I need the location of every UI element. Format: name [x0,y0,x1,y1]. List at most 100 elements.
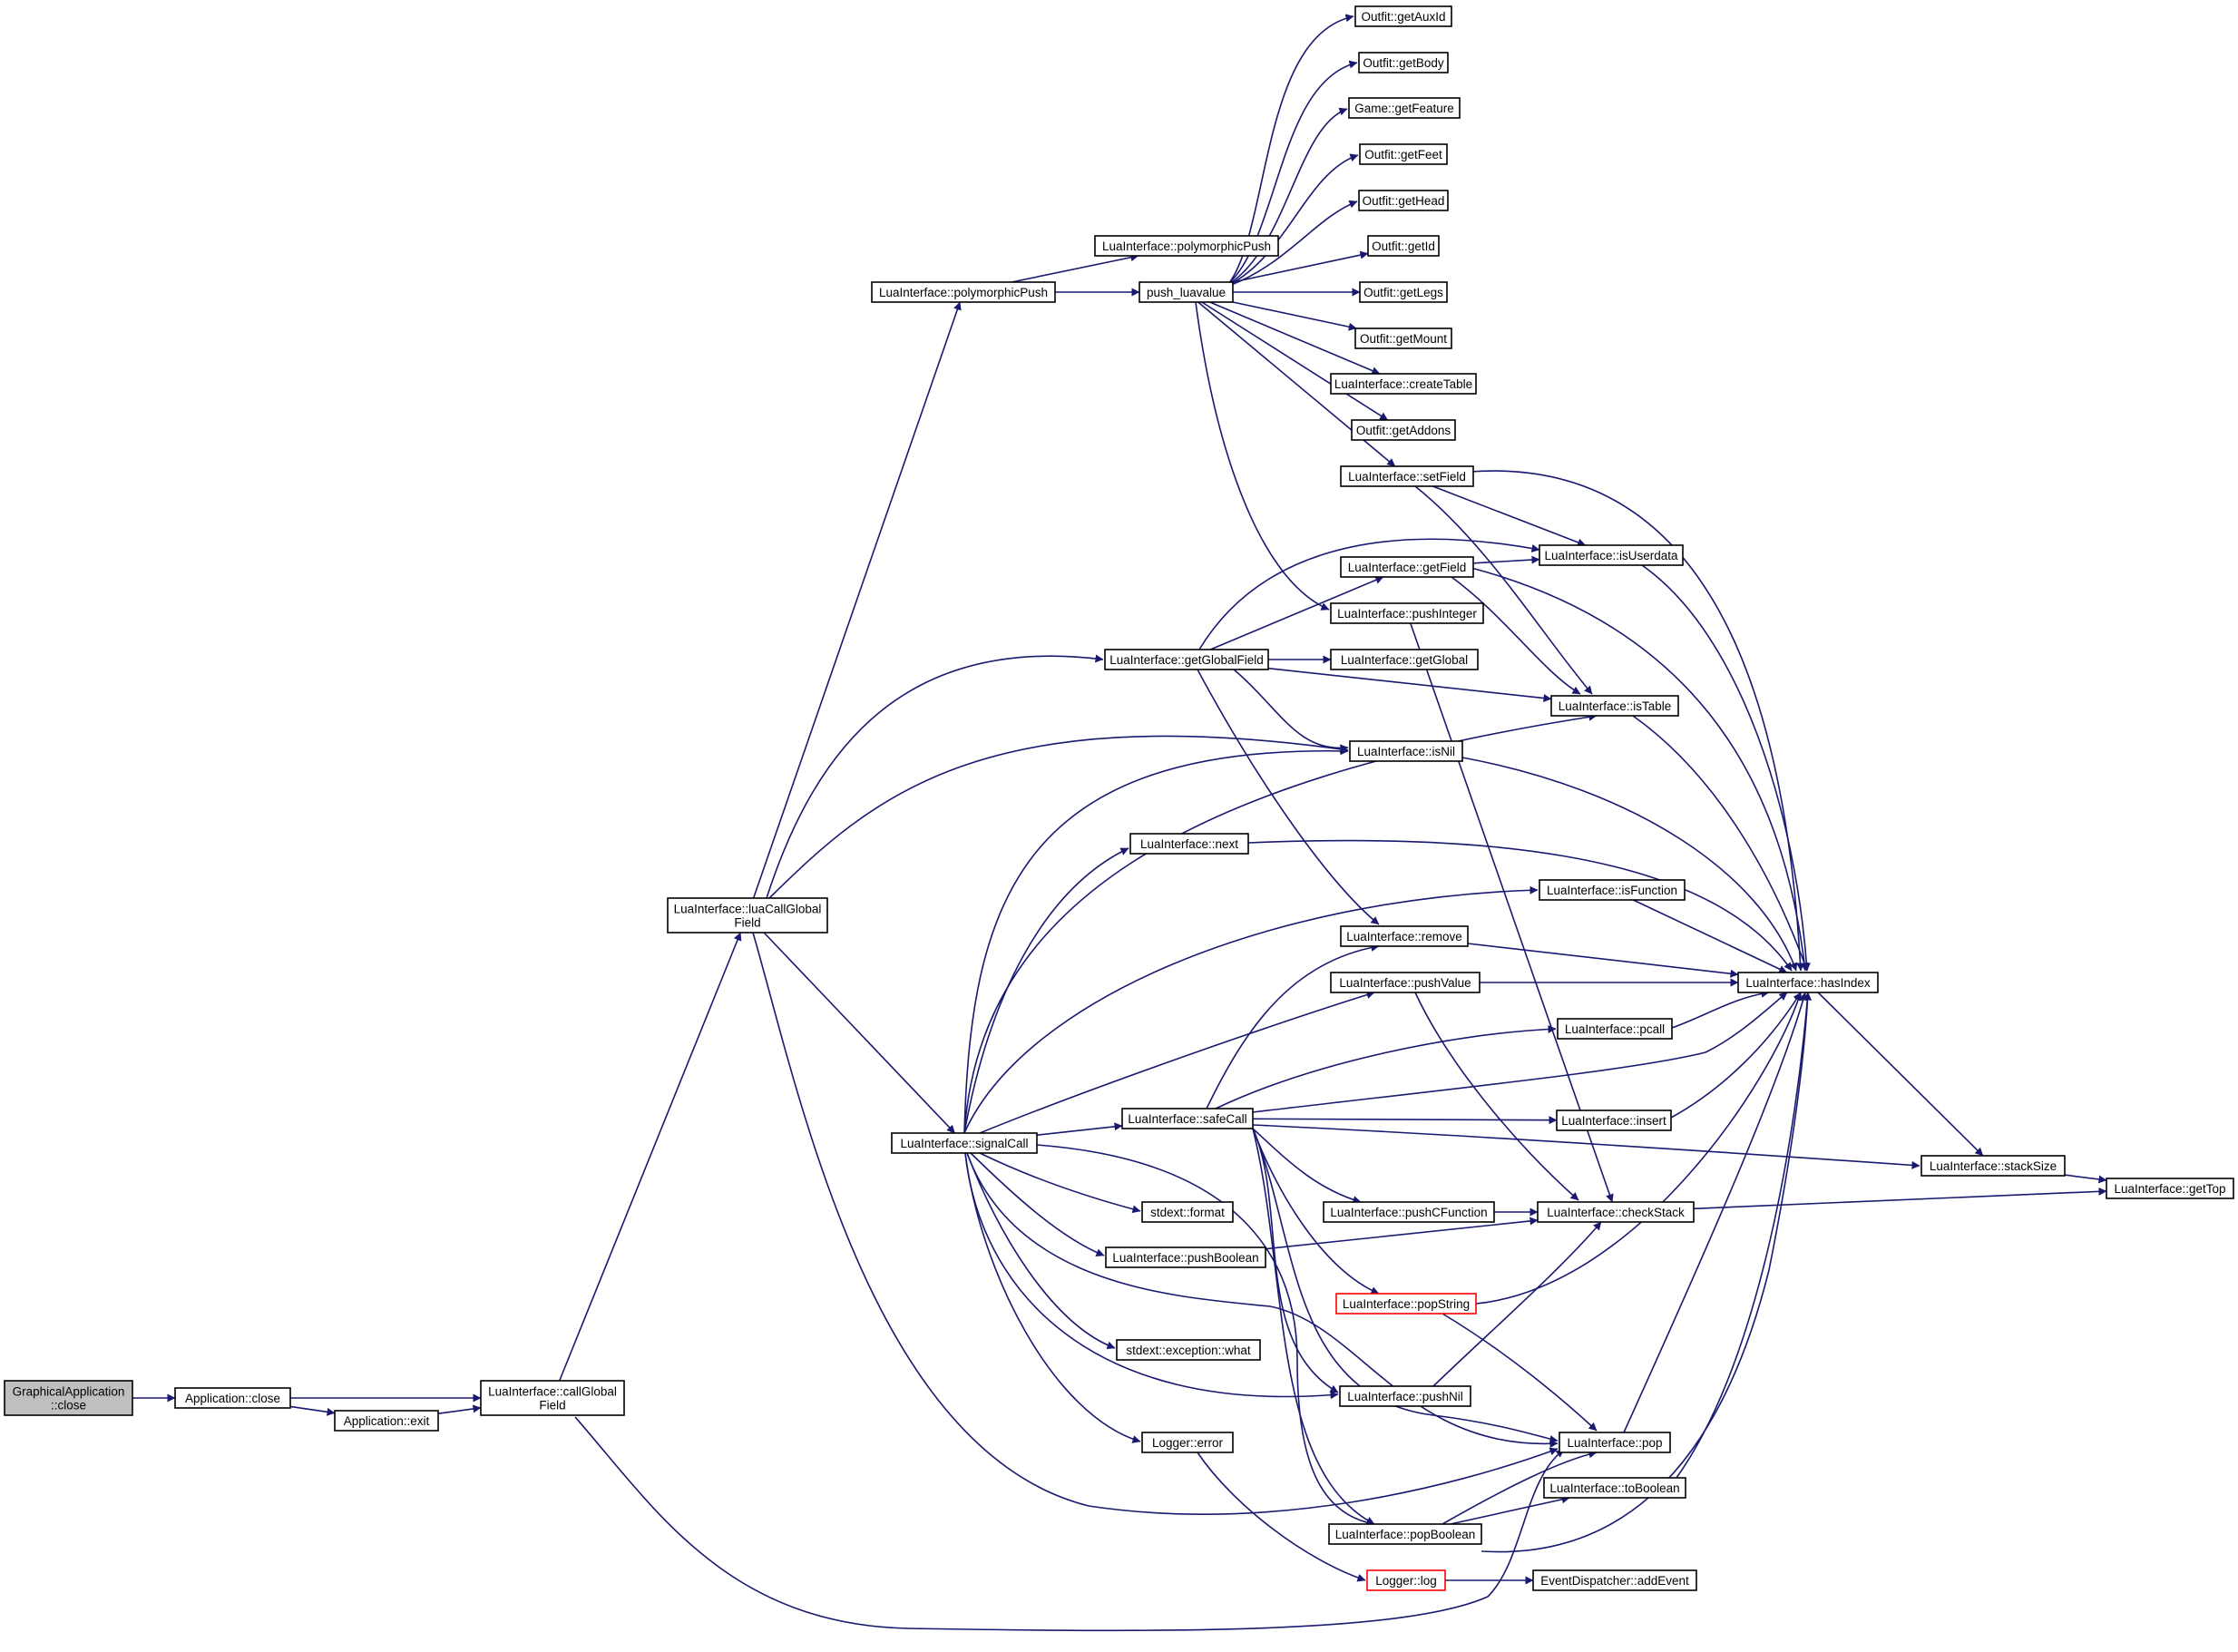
node-box[interactable] [1349,740,1463,762]
node-box[interactable] [1121,1108,1254,1129]
node-box[interactable] [1104,649,1269,670]
node-box[interactable] [1339,1385,1471,1407]
node-li_hasIndex[interactable]: LuaInterface::hasIndex [1737,972,1879,993]
node-box[interactable] [1366,1569,1446,1591]
node-app_close[interactable]: Application::close [174,1387,291,1409]
node-li_polymorphicPush_a[interactable]: LuaInterface::polymorphicPush [871,281,1056,303]
node-box[interactable] [1330,373,1477,395]
node-li_getTop[interactable]: LuaInterface::getTop [2106,1178,2234,1199]
node-box[interactable] [1141,1432,1234,1453]
node-outfit_getBody[interactable]: Outfit::getBody [1358,52,1449,73]
node-box[interactable] [1116,1339,1261,1361]
node-box[interactable] [871,281,1056,303]
node-stdext_exception_what[interactable]: stdext::exception::what [1116,1339,1261,1361]
node-li_remove[interactable]: LuaInterface::remove [1340,925,1469,947]
node-game_getFeature[interactable]: Game::getFeature [1348,97,1461,119]
node-box[interactable] [1340,465,1474,487]
node-li_pop[interactable]: LuaInterface::pop [1559,1432,1671,1453]
node-box[interactable] [1335,1293,1477,1315]
node-box[interactable] [1559,1432,1671,1453]
node-box[interactable] [1330,649,1479,670]
node-box[interactable] [1359,143,1448,165]
node-li_checkStack[interactable]: LuaInterface::checkStack [1537,1201,1695,1223]
node-li_setField[interactable]: LuaInterface::setField [1340,465,1474,487]
node-app_exit[interactable]: Application::exit [334,1410,439,1432]
node-box[interactable] [1354,327,1452,349]
node-push_luavalue[interactable]: push_luavalue [1139,281,1234,303]
node-box[interactable] [1354,5,1452,27]
node-outfit_getAuxId[interactable]: Outfit::getAuxId [1354,5,1452,27]
node-box[interactable] [1543,1477,1686,1499]
node-ed_addEvent[interactable]: EventDispatcher::addEvent [1532,1569,1697,1591]
node-li_pcall[interactable]: LuaInterface::pcall [1557,1018,1673,1040]
node-logger_error[interactable]: Logger::error [1141,1432,1234,1453]
node-box[interactable] [1537,1201,1695,1223]
node-outfit_getLegs[interactable]: Outfit::getLegs [1359,281,1448,303]
node-box[interactable] [1920,1155,2066,1177]
node-outfit_getHead[interactable]: Outfit::getHead [1358,190,1449,211]
node-li_getField[interactable]: LuaInterface::getField [1340,556,1474,578]
node-li_polymorphicPush_b[interactable]: LuaInterface::polymorphicPush [1094,235,1279,257]
node-box[interactable] [1328,1523,1482,1545]
node-li_next[interactable]: LuaInterface::next [1129,833,1249,855]
node-box[interactable] [1556,1109,1672,1131]
node-gapp_close[interactable]: GraphicalApplication::close [4,1380,133,1416]
node-outfit_getMount[interactable]: Outfit::getMount [1354,327,1452,349]
node-li_isFunction[interactable]: LuaInterface::isFunction [1539,879,1686,901]
node-box[interactable] [334,1410,439,1432]
node-li_pushBoolean[interactable]: LuaInterface::pushBoolean [1105,1246,1266,1268]
node-li_pushNil[interactable]: LuaInterface::pushNil [1339,1385,1471,1407]
node-box[interactable] [1737,972,1879,993]
node-li_isUserdata[interactable]: LuaInterface::isUserdata [1539,544,1684,566]
node-li_signalCall[interactable]: LuaInterface::signalCall [891,1132,1038,1154]
node-li_safeCall[interactable]: LuaInterface::safeCall [1121,1108,1254,1129]
node-box[interactable] [2106,1178,2234,1199]
node-li_getGlobalField[interactable]: LuaInterface::getGlobalField [1104,649,1269,670]
node-box[interactable] [1139,281,1234,303]
node-outfit_getAddons[interactable]: Outfit::getAddons [1351,419,1456,441]
node-box[interactable] [891,1132,1038,1154]
node-box[interactable] [174,1387,291,1409]
node-box[interactable] [1330,602,1484,624]
node-box[interactable] [1539,544,1684,566]
node-box[interactable] [1358,190,1449,211]
node-box[interactable] [1358,52,1449,73]
node-box[interactable] [1359,281,1448,303]
node-stdext_format[interactable]: stdext::format [1141,1201,1234,1223]
node-li_isNil[interactable]: LuaInterface::isNil [1349,740,1463,762]
node-box[interactable] [1557,1018,1673,1040]
node-li_createTable[interactable]: LuaInterface::createTable [1330,373,1477,395]
node-box[interactable] [1348,97,1461,119]
node-box[interactable] [1351,419,1456,441]
node-box[interactable] [1367,235,1440,257]
node-box[interactable] [667,897,828,934]
node-box[interactable] [480,1380,625,1416]
node-outfit_getId[interactable]: Outfit::getId [1367,235,1440,257]
node-box[interactable] [4,1380,133,1416]
node-box[interactable] [1129,833,1249,855]
node-li_toBoolean[interactable]: LuaInterface::toBoolean [1543,1477,1686,1499]
node-box[interactable] [1330,972,1481,993]
node-li_insert[interactable]: LuaInterface::insert [1556,1109,1672,1131]
node-box[interactable] [1094,235,1279,257]
node-box[interactable] [1323,1201,1495,1223]
node-li_popBoolean[interactable]: LuaInterface::popBoolean [1328,1523,1482,1545]
node-li_getGlobal[interactable]: LuaInterface::getGlobal [1330,649,1479,670]
node-li_stackSize[interactable]: LuaInterface::stackSize [1920,1155,2066,1177]
node-box[interactable] [1532,1569,1697,1591]
node-li_popString[interactable]: LuaInterface::popString [1335,1293,1477,1315]
node-box[interactable] [1340,925,1469,947]
node-li_pushCFunction[interactable]: LuaInterface::pushCFunction [1323,1201,1495,1223]
node-li_isTable[interactable]: LuaInterface::isTable [1550,695,1679,717]
node-box[interactable] [1141,1201,1234,1223]
node-li_pushValue[interactable]: LuaInterface::pushValue [1330,972,1481,993]
node-li_pushInteger[interactable]: LuaInterface::pushInteger [1330,602,1484,624]
node-box[interactable] [1550,695,1679,717]
node-logger_log[interactable]: Logger::log [1366,1569,1446,1591]
node-box[interactable] [1539,879,1686,901]
node-box[interactable] [1105,1246,1266,1268]
node-box[interactable] [1340,556,1474,578]
node-outfit_getFeet[interactable]: Outfit::getFeet [1359,143,1448,165]
